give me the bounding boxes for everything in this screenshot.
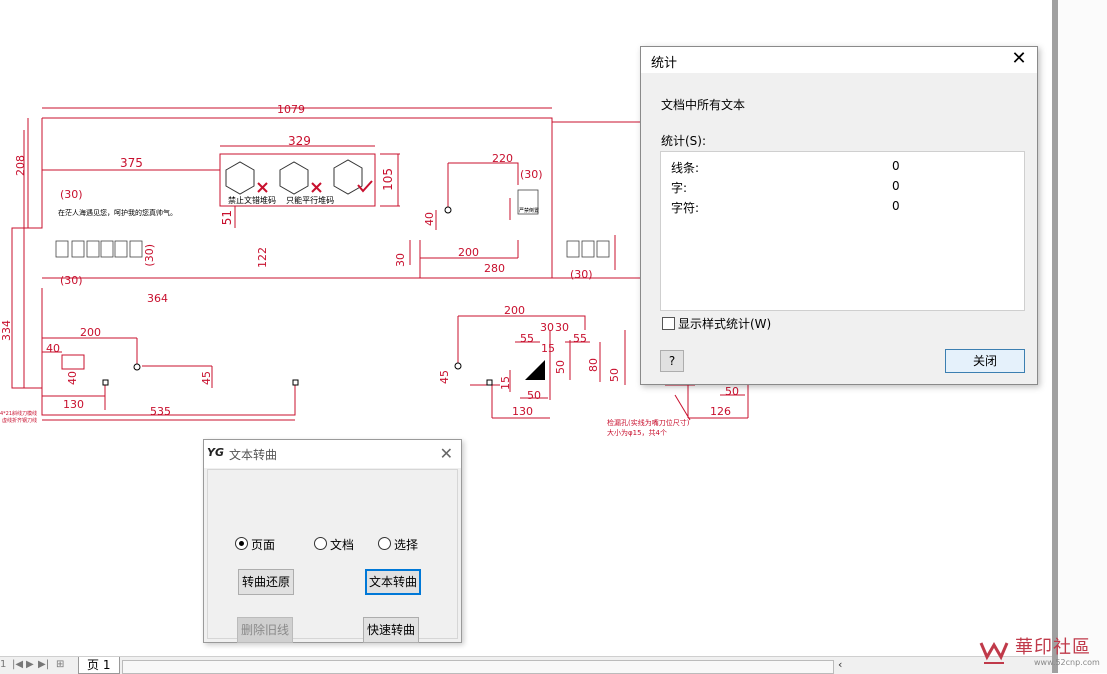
dim-50-a: 50 xyxy=(554,360,567,374)
dim-50-c: 50 xyxy=(527,389,541,402)
dim-55-a: 55 xyxy=(520,332,534,345)
page-number: 1 xyxy=(0,659,7,670)
dim-1079: 1079 xyxy=(277,103,305,116)
dim-30-paren-b: (30) xyxy=(60,274,83,287)
dim-208: 208 xyxy=(14,155,27,176)
close-icon[interactable]: ✕ xyxy=(439,444,453,463)
prev-page-icon[interactable]: ▶ xyxy=(26,659,34,670)
note-line-2: 大小为φ15，共4个 xyxy=(607,429,667,437)
quick-convert-button[interactable]: 快速转曲 xyxy=(363,617,419,643)
sign-caption: 严禁倒置 xyxy=(519,208,540,214)
dim-30-bottom-a: 30 xyxy=(540,321,554,334)
tab-page-1[interactable]: 页 1 xyxy=(78,657,120,674)
dim-130-left: 130 xyxy=(63,398,84,411)
list-item: 字: 0 xyxy=(671,179,900,195)
dim-105: 105 xyxy=(381,168,395,191)
dim-45-left: 45 xyxy=(200,371,213,385)
dim-280: 280 xyxy=(484,262,505,275)
chevron-left-icon[interactable]: ‹ xyxy=(838,658,843,671)
dim-55-b: 55 xyxy=(573,332,587,345)
dim-80: 80 xyxy=(587,358,600,372)
dim-126: 126 xyxy=(710,405,731,418)
yg-logo: YG xyxy=(207,446,224,459)
style-stats-checkbox[interactable] xyxy=(662,317,675,330)
statistics-heading: 文档中所有文本 xyxy=(661,98,746,112)
dim-15-a: 15 xyxy=(541,342,555,355)
watermark-text: 華印社區 xyxy=(1015,637,1091,658)
dim-30-paren-e: (30) xyxy=(570,268,593,281)
dim-200-left: 200 xyxy=(80,326,101,339)
list-item: 线条: 0 xyxy=(671,159,900,175)
dim-334: 334 xyxy=(0,320,13,341)
statistics-label: 统计(S): xyxy=(661,134,707,148)
statistics-title: 统计 xyxy=(651,56,678,71)
dim-50-d: 50 xyxy=(725,385,739,398)
text-to-curve-titlebar: YG 文本转曲 ✕ xyxy=(204,440,461,468)
dim-40-b: 40 xyxy=(66,371,79,385)
text-to-curve-panel: 页面 文档 选择 转曲还原 文本转曲 删除旧线 快速转曲 xyxy=(207,469,458,643)
dim-50-b: 50 xyxy=(608,368,621,382)
dim-220: 220 xyxy=(492,152,513,165)
delete-old-lines-button[interactable]: 删除旧线 xyxy=(237,617,293,643)
text-to-curve-dialog: YG 文本转曲 ✕ 页面 文档 选择 转曲还原 文本转曲 删除旧线 快速转曲 xyxy=(203,439,462,643)
dim-30-paren-a: (30) xyxy=(60,188,83,201)
dim-45-mid: 45 xyxy=(438,370,451,384)
horizontal-scrollbar[interactable] xyxy=(122,660,834,674)
dim-329: 329 xyxy=(288,134,311,148)
watermark-url: www.52cnp.com xyxy=(1034,658,1100,667)
statistics-titlebar: 统计 ✕ xyxy=(641,47,1037,73)
side-note-1: 4*21斜线刀模线 xyxy=(0,411,38,417)
dim-364: 364 xyxy=(147,292,168,305)
note-line-1: 检漏孔(实线为嘴刀位尺寸) xyxy=(607,419,690,427)
help-button[interactable]: ? xyxy=(660,350,684,372)
page-navigation-bar: 1 |◀ ▶ ▶| ⊞ 页 1 ‹ xyxy=(0,656,1052,674)
text-to-curve-title: 文本转曲 xyxy=(229,448,278,462)
close-button[interactable]: 关闭 xyxy=(945,349,1025,373)
crown-logo-icon xyxy=(979,642,1009,664)
statistics-dialog: 统计 ✕ 文档中所有文本 统计(S): 线条: 0 字: 0 字符: 0 显示样… xyxy=(640,46,1038,385)
triangle-mark xyxy=(525,360,545,380)
dim-535: 535 xyxy=(150,405,171,418)
statistics-list[interactable]: 线条: 0 字: 0 字符: 0 xyxy=(660,151,1025,311)
dim-30-bottom-b: 30 xyxy=(555,321,569,334)
watermark: 華印社區 www.52cnp.com xyxy=(972,631,1107,673)
dim-40-mid: 40 xyxy=(423,212,436,226)
warning-caption: 禁止文错堆码 只能平行堆码 xyxy=(228,196,335,205)
dim-375: 375 xyxy=(120,156,143,170)
add-page-icon[interactable]: ⊞ xyxy=(56,659,65,670)
dim-30-paren-d: (30) xyxy=(520,168,543,181)
restore-curve-button[interactable]: 转曲还原 xyxy=(238,569,294,595)
convert-text-button[interactable]: 文本转曲 xyxy=(365,569,421,595)
dim-122: 122 xyxy=(256,247,269,268)
dim-15-b: 15 xyxy=(499,376,512,390)
next-page-icon[interactable]: ▶| xyxy=(38,659,50,670)
close-icon[interactable]: ✕ xyxy=(1011,48,1027,69)
vertical-scrollbar[interactable] xyxy=(1052,0,1058,673)
dim-30-mid: 30 xyxy=(394,253,407,267)
dim-30-paren-c: (30) xyxy=(143,244,156,267)
right-panel xyxy=(1058,0,1107,673)
dieline-drawing xyxy=(11,107,749,421)
dim-130-mid: 130 xyxy=(512,405,533,418)
side-note-2: 虚线折齐钢刀线 xyxy=(2,418,38,424)
dim-200-mid: 200 xyxy=(458,246,479,259)
style-stats-label[interactable]: 显示样式统计(W) xyxy=(678,317,772,331)
dim-40-a: 40 xyxy=(46,342,60,355)
dim-200-bottom: 200 xyxy=(504,304,525,317)
first-page-icon[interactable]: |◀ xyxy=(12,659,24,670)
list-item: 字符: 0 xyxy=(671,199,900,215)
dim-51: 51 xyxy=(220,210,234,226)
slogan-text: 在茫人海遇见您，呵护我的您真帅气。 xyxy=(58,209,177,217)
